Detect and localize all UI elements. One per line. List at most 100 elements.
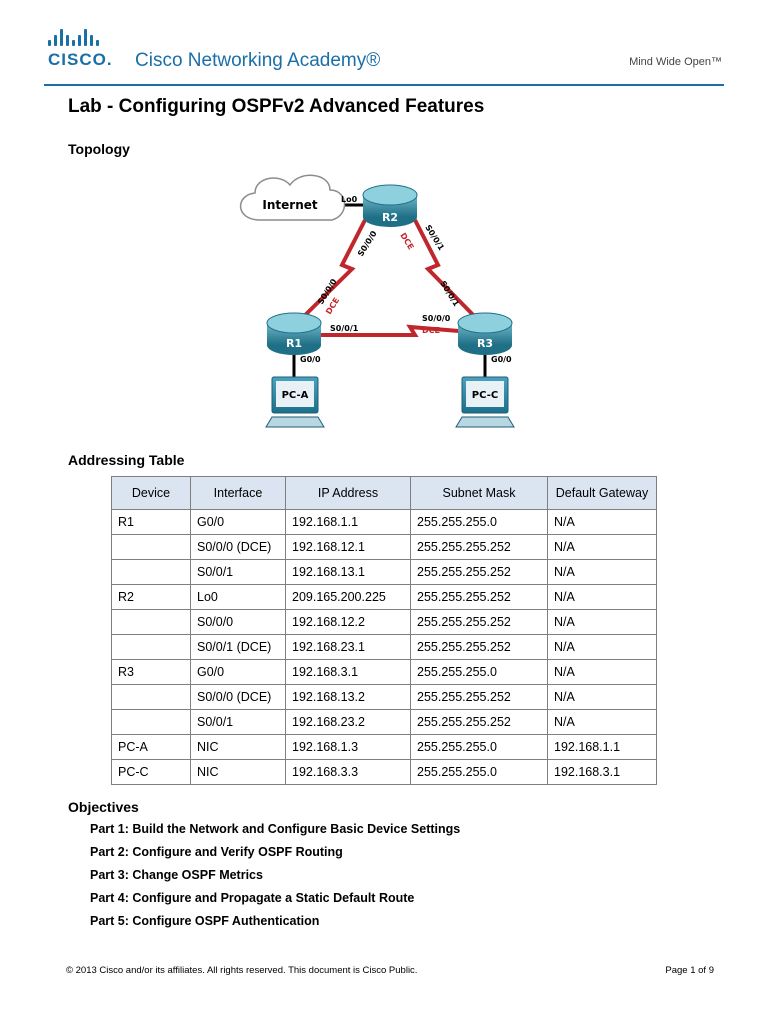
pc-a-icon: PC-A bbox=[265, 376, 325, 428]
column-header: IP Address bbox=[285, 476, 411, 510]
column-header: Interface bbox=[190, 476, 286, 510]
router-r2-label: R2 bbox=[382, 211, 398, 224]
table-cell: S0/0/1 (DCE) bbox=[190, 634, 286, 660]
table-cell: N/A bbox=[547, 609, 657, 635]
table-cell: 192.168.12.2 bbox=[285, 609, 411, 635]
page-number: Page 1 of 9 bbox=[665, 965, 714, 976]
objective-item: Part 4: Configure and Propagate a Static… bbox=[90, 891, 415, 905]
pc-c-label: PC-C bbox=[472, 390, 498, 401]
table-cell: 255.255.255.252 bbox=[410, 534, 548, 560]
table-cell bbox=[111, 534, 191, 560]
table-cell: 255.255.255.0 bbox=[410, 734, 548, 760]
table-cell bbox=[111, 634, 191, 660]
table-cell: R2 bbox=[111, 584, 191, 610]
addressing-table: Device Interface IP Address Subnet Mask … bbox=[111, 476, 657, 785]
table-cell: R3 bbox=[111, 659, 191, 685]
table-cell: 255.255.255.252 bbox=[410, 634, 548, 660]
label-r1-g00: G0/0 bbox=[300, 355, 321, 364]
table-cell bbox=[111, 609, 191, 635]
table-cell bbox=[111, 684, 191, 710]
table-cell: N/A bbox=[547, 584, 657, 610]
router-r2-icon: R2 bbox=[362, 184, 418, 227]
table-cell: G0/0 bbox=[190, 659, 286, 685]
topology-diagram: Internet R2 R1 R3 PC-A PC-C Lo0 S0/0/0 S… bbox=[239, 174, 515, 428]
table-cell: N/A bbox=[547, 709, 657, 735]
objective-item: Part 5: Configure OSPF Authentication bbox=[90, 914, 320, 928]
router-r3-label: R3 bbox=[477, 337, 493, 350]
cisco-logo: CISCO. Cisco Networking Academy® bbox=[44, 28, 380, 71]
label-r2-s001: S0/0/1 bbox=[423, 223, 446, 252]
table-cell: NIC bbox=[190, 734, 286, 760]
label-r1-s001: S0/0/1 bbox=[330, 324, 359, 333]
table-cell: S0/0/1 bbox=[190, 559, 286, 585]
table-cell: 255.255.255.0 bbox=[410, 759, 548, 785]
table-cell: PC-A bbox=[111, 734, 191, 760]
label-dce-r3: DCE bbox=[422, 326, 440, 335]
table-cell bbox=[111, 559, 191, 585]
table-cell: 255.255.255.252 bbox=[410, 609, 548, 635]
header-divider bbox=[44, 84, 724, 86]
link-r1-r3 bbox=[315, 324, 484, 337]
table-cell: G0/0 bbox=[190, 509, 286, 535]
table-cell: 192.168.23.1 bbox=[285, 634, 411, 660]
table-cell: N/A bbox=[547, 659, 657, 685]
cisco-bars-icon bbox=[48, 28, 99, 46]
table-cell: 255.255.255.0 bbox=[410, 659, 548, 685]
tagline: Mind Wide Open™ bbox=[629, 56, 722, 68]
column-header: Subnet Mask bbox=[410, 476, 548, 510]
table-cell: 192.168.23.2 bbox=[285, 709, 411, 735]
table-cell: N/A bbox=[547, 534, 657, 560]
internet-label: Internet bbox=[262, 198, 317, 212]
table-cell: 192.168.3.1 bbox=[285, 659, 411, 685]
table-cell: 255.255.255.252 bbox=[410, 709, 548, 735]
table-cell: 192.168.12.1 bbox=[285, 534, 411, 560]
table-cell: S0/0/0 (DCE) bbox=[190, 534, 286, 560]
topology-heading: Topology bbox=[68, 141, 130, 157]
table-cell: N/A bbox=[547, 684, 657, 710]
router-r3-icon: R3 bbox=[457, 312, 513, 355]
academy-name: Cisco Networking Academy® bbox=[135, 50, 381, 71]
label-r3-s000: S0/0/0 bbox=[422, 314, 451, 323]
table-cell: 192.168.3.3 bbox=[285, 759, 411, 785]
page-title: Lab - Configuring OSPFv2 Advanced Featur… bbox=[68, 96, 485, 117]
addressing-table-heading: Addressing Table bbox=[68, 452, 185, 468]
objective-item: Part 1: Build the Network and Configure … bbox=[90, 822, 461, 836]
internet-cloud-icon: Internet bbox=[239, 174, 346, 221]
objectives-heading: Objectives bbox=[68, 799, 139, 815]
link-r2-r1 bbox=[293, 219, 367, 327]
table-cell bbox=[111, 709, 191, 735]
table-cell: 192.168.1.1 bbox=[547, 734, 657, 760]
cisco-wordmark: CISCO. bbox=[48, 50, 113, 69]
table-cell: S0/0/1 bbox=[190, 709, 286, 735]
label-r3-s001: S0/0/1 bbox=[438, 279, 461, 308]
table-cell: 255.255.255.0 bbox=[410, 509, 548, 535]
table-cell: 255.255.255.252 bbox=[410, 584, 548, 610]
table-cell: Lo0 bbox=[190, 584, 286, 610]
label-r3-g00: G0/0 bbox=[491, 355, 512, 364]
router-r1-label: R1 bbox=[286, 337, 302, 350]
table-cell: N/A bbox=[547, 634, 657, 660]
table-cell: 192.168.13.2 bbox=[285, 684, 411, 710]
table-cell: NIC bbox=[190, 759, 286, 785]
table-cell: 209.165.200.225 bbox=[285, 584, 411, 610]
table-cell: 192.168.1.1 bbox=[285, 509, 411, 535]
label-dce-r2: DCE bbox=[398, 231, 415, 251]
table-cell: N/A bbox=[547, 509, 657, 535]
table-cell: PC-C bbox=[111, 759, 191, 785]
table-header-row: Device Interface IP Address Subnet Mask … bbox=[111, 476, 657, 510]
table-cell: N/A bbox=[547, 559, 657, 585]
objective-item: Part 2: Configure and Verify OSPF Routin… bbox=[90, 845, 343, 859]
column-header: Default Gateway bbox=[547, 476, 657, 510]
column-header: Device bbox=[111, 476, 191, 510]
pc-a-label: PC-A bbox=[282, 390, 309, 401]
objective-item: Part 3: Change OSPF Metrics bbox=[90, 868, 263, 882]
link-r2-r3 bbox=[413, 219, 485, 327]
